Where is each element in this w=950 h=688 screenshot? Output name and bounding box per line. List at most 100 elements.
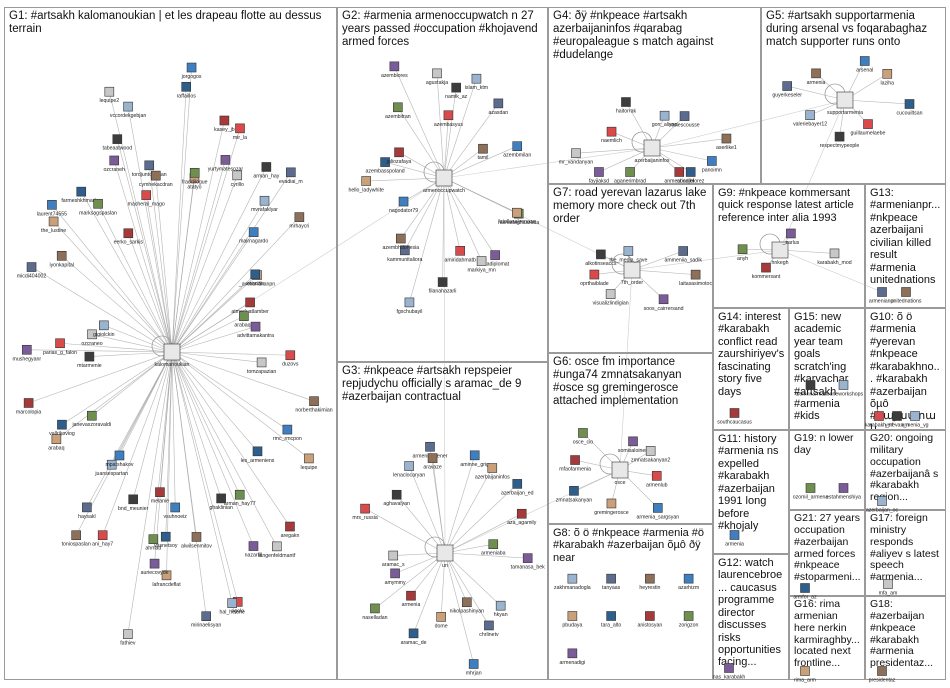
node-gigiolckin[interactable]: gigiolckin <box>93 320 115 338</box>
node-anmesbodjef[interactable]: anmesbodjef <box>664 167 695 185</box>
node-armenlub[interactable]: armenlub <box>646 471 668 488</box>
node-atmeduatlamber[interactable]: atmeduatlamber <box>231 297 269 315</box>
node-rosiescousse[interactable]: rosiescousse <box>669 111 700 129</box>
node-laitasasimotoc[interactable]: laitasasimotoc <box>679 269 712 287</box>
node-mfa-am[interactable]: mfa_am <box>879 579 898 597</box>
node-zorigzon[interactable]: zorigzon <box>679 611 699 629</box>
node-fatullasalyenaze[interactable]: fatullasalyenaze <box>498 207 536 225</box>
node-tamil[interactable]: tamil <box>477 143 488 161</box>
node-janevaszoravaldi[interactable]: janevaszoravaldi <box>71 410 111 428</box>
node-arsenal[interactable]: arsenal <box>856 56 873 74</box>
node-mhrjan[interactable]: mhrjan <box>466 659 482 677</box>
group-box-g19[interactable]: G19: n lower day <box>789 430 865 510</box>
node-arabaq2[interactable]: arabaq2 <box>234 311 254 329</box>
node-fgxchubayil[interactable]: fgxchubayil <box>396 297 422 315</box>
node-armenia-sargsyan[interactable]: armenia_sargsyan <box>636 503 679 520</box>
group-box-g1[interactable]: G1: #artsakh kalomanoukian | et les drap… <box>4 7 337 680</box>
node-alwilsenmitov[interactable]: alwilsenmitov <box>181 532 212 549</box>
node-ammeniia-sadik[interactable]: ammeniia_sadik <box>664 246 702 264</box>
node-somisaloinen[interactable]: somisaloinen <box>618 436 648 454</box>
node-aserlike1[interactable]: aserlike1 <box>716 133 737 151</box>
node-tamanasa-bek[interactable]: tamanasa_bek <box>511 553 545 571</box>
node-azembmilan[interactable]: azembmilan <box>503 141 531 159</box>
node-mushegyanr[interactable]: mushegyanr <box>13 344 42 362</box>
node-les-armeniens[interactable]: les_armeniens <box>241 446 275 464</box>
node-azerbaijaninfos[interactable]: azerbaijaninfos <box>635 139 670 164</box>
node-guillaumelaebe[interactable]: guillaumelaebe <box>851 119 886 137</box>
node-tanyaas[interactable]: tanyaas <box>602 573 621 591</box>
node-ahmad[interactable]: ahmad <box>145 534 161 552</box>
node-7th-order[interactable]: 7th_order <box>621 261 643 286</box>
node-aravaze[interactable]: aravaze <box>423 453 442 471</box>
node-xaocitin[interactable]: xaocitin <box>246 269 264 287</box>
node-soos-cairrersand[interactable]: soos_cairrersand <box>644 294 684 312</box>
node-kasey-jb[interactable]: kasey_jb <box>214 115 235 133</box>
node-rima-arm[interactable]: rima_arm <box>794 666 816 684</box>
node-aganerimbrad[interactable]: aganerimbrad <box>614 167 646 185</box>
node-mirinaelisyan[interactable]: mirinaelisyan <box>191 611 221 629</box>
node-pbudaya[interactable]: pbudaya <box>562 611 582 629</box>
node-azerbaijaninfos[interactable]: azerbaijaninfos <box>475 463 510 481</box>
node-yerevan-n[interactable]: yerevan_n <box>885 411 909 429</box>
node-haysakl[interactable]: haysakl <box>78 502 96 520</box>
node-juansespartan[interactable]: juansespartan <box>94 459 128 477</box>
node-lequipe2[interactable]: lequipe2 <box>100 86 120 104</box>
node-armenia-yg[interactable]: armenia_yg <box>901 411 929 429</box>
node-southcaucasus[interactable]: southcaucasus <box>717 408 752 426</box>
node-azembiores[interactable]: azembiores <box>381 61 408 79</box>
node--zarlus[interactable]: _zarlus <box>782 228 800 246</box>
group-box-g8[interactable]: G8: õ ö #nkpeace #armenia #ö #karabakh #… <box>548 524 713 680</box>
node-azembasyus[interactable]: azembasyus <box>434 110 464 128</box>
node-valeriebayer12[interactable]: valeriebayer12 <box>793 110 827 128</box>
group-box-g16[interactable]: G16: rima armenian here nerkin karmiragh… <box>789 596 865 680</box>
node-parias-g-falon[interactable]: parias_g_falon <box>43 338 77 356</box>
node-toniospaslan[interactable]: toniospaslan <box>62 530 91 548</box>
node-vccordekgebjan[interactable]: vccordekgebjan <box>110 101 146 119</box>
node-armfor-az[interactable]: armfor_az <box>793 583 817 601</box>
node-lenaclocaryan[interactable]: lenaclocaryan <box>393 461 425 479</box>
node-anistosyan[interactable]: anistosyan <box>637 611 662 629</box>
node-eerko-sarkis[interactable]: eerko_sarkis <box>114 228 144 246</box>
node-ani-hay7[interactable]: ani_hay7 <box>92 530 113 548</box>
node-mrhaycri[interactable]: mrhaycri <box>289 212 309 230</box>
node-armenia[interactable]: armenia <box>725 530 744 548</box>
node-raffaillos[interactable]: raffaillos <box>177 81 197 99</box>
node-un[interactable]: un <box>436 544 454 569</box>
node-aminne-grig[interactable]: aminne_grig <box>460 450 489 468</box>
node-armeniaba[interactable]: armeniaba <box>481 539 506 557</box>
node-tsomnnarmat[interactable]: tsomnnarmat <box>795 380 826 398</box>
node-markiya-mn[interactable]: markiya_mn <box>467 256 496 274</box>
node-guyerkeseler[interactable]: guyerkeseler <box>772 81 802 99</box>
node-oprthaiblade[interactable]: oprthaiblade <box>580 269 609 287</box>
group-box-g7[interactable]: G7: road yerevan lazarus lake memory mor… <box>548 184 713 353</box>
node-mr-vandanyan[interactable]: mr_vandanyan <box>559 148 593 166</box>
node-azadiplomat[interactable]: azadiplomat <box>481 250 510 268</box>
node-mvrafaklyar[interactable]: mvrafaklyar <box>251 195 278 213</box>
group-box-g12[interactable]: G12: watch laurencebroe... caucasus prog… <box>713 554 789 680</box>
node-unitednations[interactable]: unitednations <box>891 287 922 305</box>
node-laziha[interactable]: laziha <box>881 69 895 86</box>
node-estahmenshiya[interactable]: estahmenshiya <box>826 483 861 501</box>
node-amiridahmatb[interactable]: amiridahmatb <box>444 245 476 263</box>
group-box-g14[interactable]: G14: interest #karabakh conflict read za… <box>713 308 789 430</box>
node-ozcraneo[interactable]: ozcraneo <box>81 329 103 347</box>
node-azerbaijan-ed[interactable]: azerbaijan_ed <box>501 479 534 496</box>
node-panoimn[interactable]: panoimn <box>702 156 722 173</box>
node-mrs-russia[interactable]: mrs_russia <box>352 503 378 521</box>
node-dome[interactable]: dome <box>435 612 448 629</box>
node-zmnatsakanyan2[interactable]: zmnatsakanyan2 <box>631 446 670 463</box>
node-heyrestin[interactable]: heyrestin <box>639 573 661 591</box>
node-advittamakantra[interactable]: advittamakantra <box>237 321 274 339</box>
node-respectmypeople[interactable]: respectmypeople <box>820 131 860 149</box>
node-mfaofarmenia[interactable]: mfaofarmenia <box>559 455 591 473</box>
node-namik-az[interactable]: namik_az <box>445 82 468 100</box>
node-aghavalyan[interactable]: aghavalyan <box>383 489 410 507</box>
node-ghaklinian[interactable]: ghaklinian <box>209 493 233 511</box>
node-azembasspoland[interactable]: azembasspoland <box>365 157 405 175</box>
node-the-lustine[interactable]: the_lustine <box>41 216 66 234</box>
node-nikolpashinyan[interactable]: nikolpashinyan <box>450 597 484 615</box>
node-ariaarbiorez[interactable]: ariaarbiorez <box>677 167 705 185</box>
node-kalomanoukian[interactable]: kalomanoukian <box>155 343 190 368</box>
node-armenadigi[interactable]: armenadigi <box>560 648 586 666</box>
node-gorr-aliyan[interactable]: gorr_aliyan <box>652 110 678 128</box>
